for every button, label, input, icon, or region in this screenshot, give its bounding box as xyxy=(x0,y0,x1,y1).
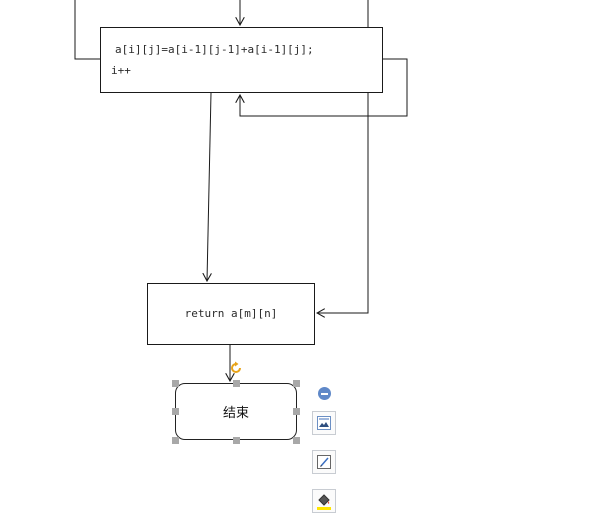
resize-handle-bottom-right[interactable] xyxy=(293,437,300,444)
connector-right-into-return[interactable] xyxy=(317,0,369,313)
end-label: 结束 xyxy=(222,406,249,421)
increment-statement-text: i++ xyxy=(111,64,131,77)
rotate-handle-icon[interactable] xyxy=(229,360,243,374)
resize-handle-bottom-left[interactable] xyxy=(172,437,179,444)
collapse-icon[interactable] xyxy=(318,387,331,400)
resize-handle-bottom[interactable] xyxy=(233,437,240,444)
resize-handle-right[interactable] xyxy=(293,408,300,415)
end-terminator-node[interactable]: 结束 xyxy=(175,383,297,440)
assign-statement-text: a[i][j]=a[i-1][j-1]+a[i-1][j]; xyxy=(115,43,314,56)
resize-handle-left[interactable] xyxy=(172,408,179,415)
return-process-node[interactable]: return a[m][n] xyxy=(147,283,315,345)
fill-color-icon[interactable] xyxy=(312,489,336,513)
resize-handle-top-left[interactable] xyxy=(172,380,179,387)
assign-process-node[interactable]: a[i][j]=a[i-1][j-1]+a[i-1][j]; i++ xyxy=(100,27,383,93)
connector-left-loop[interactable] xyxy=(74,0,100,60)
resize-handle-top[interactable] xyxy=(233,380,240,387)
connector-assign-to-return[interactable] xyxy=(207,92,211,281)
edit-style-icon[interactable] xyxy=(312,450,336,474)
image-icon[interactable] xyxy=(312,411,336,435)
connector-assign-self-loop[interactable] xyxy=(240,58,408,117)
return-statement-text: return a[m][n] xyxy=(184,307,278,320)
resize-handle-top-right[interactable] xyxy=(293,380,300,387)
